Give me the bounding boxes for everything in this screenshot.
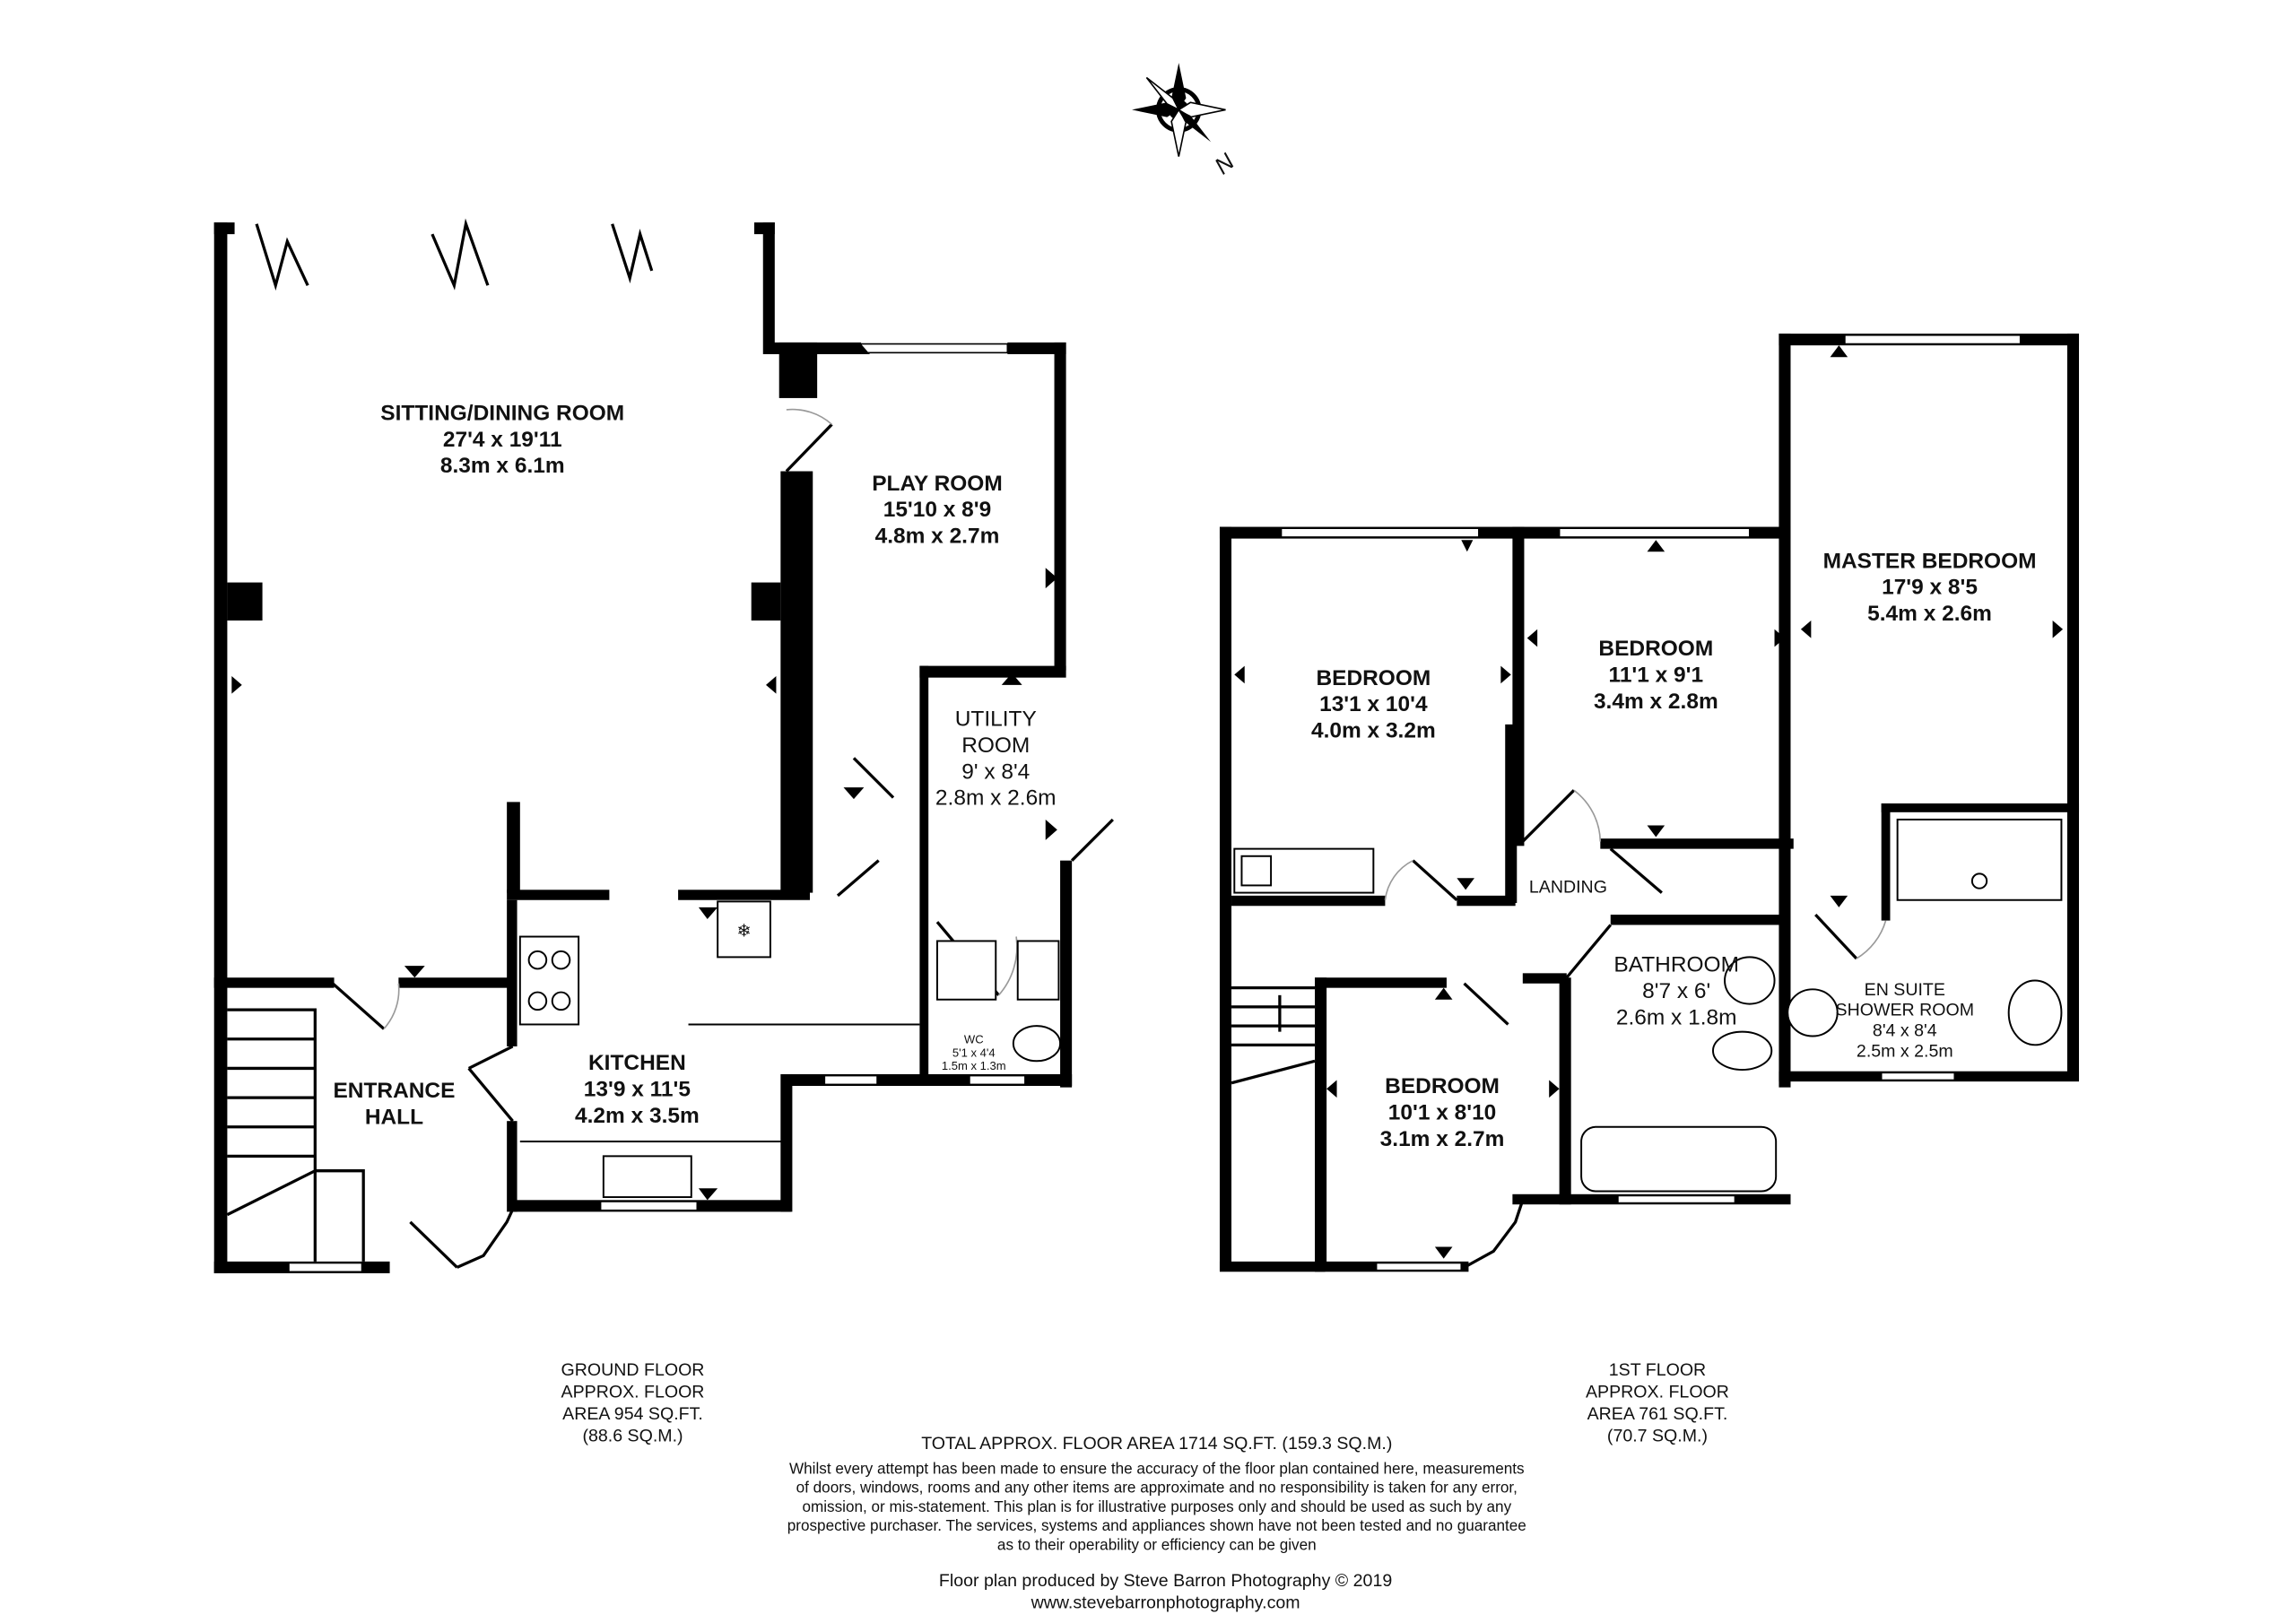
room-entrance-hall: ENTRANCE HALL — [333, 1079, 455, 1129]
room-master-bedroom: MASTER BEDROOM 17'9 x 8'5 5.4m x 2.6m — [1823, 549, 2037, 626]
summary-line: AREA 761 SQ.FT. — [1587, 1404, 1728, 1424]
room-metric: 2.6m x 1.8m — [1616, 1005, 1737, 1029]
hob-icon — [518, 935, 580, 1026]
room-name-2: ROOM — [961, 733, 1030, 758]
room-metric: 3.4m x 2.8m — [1594, 690, 1718, 714]
room-metric: 4.0m x 3.2m — [1311, 719, 1436, 743]
room-sitting-dining: SITTING/DINING ROOM 27'4 x 19'11 8.3m x … — [380, 401, 624, 478]
room-imperial: 17'9 x 8'5 — [1882, 576, 1978, 600]
room-landing: LANDING — [1529, 878, 1607, 898]
basin-icon — [1724, 956, 1776, 1005]
compass-rose-icon: N — [1132, 63, 1239, 179]
room-bathroom: BATHROOM 8'7 x 6' 2.6m x 1.8m — [1613, 953, 1739, 1030]
room-imperial: 5'1 x 4'4 — [952, 1046, 996, 1059]
disclaimer-line: Whilst every attempt has been made to en… — [789, 1460, 1525, 1478]
sink-icon — [602, 1155, 692, 1199]
disclaimer-line: omission, or mis-statement. This plan is… — [802, 1497, 1511, 1515]
first-floor-summary: 1ST FLOOR APPROX. FLOOR AREA 761 SQ.FT. … — [1586, 1360, 1729, 1445]
total-area: TOTAL APPROX. FLOOR AREA 1714 SQ.FT. (15… — [921, 1434, 1392, 1454]
room-name: UTILITY — [955, 707, 1037, 732]
fridge-icon — [717, 900, 771, 959]
room-play-room: PLAY ROOM 15'10 x 8'9 4.8m x 2.7m — [872, 472, 1003, 549]
room-imperial: 11'1 x 9'1 — [1609, 664, 1704, 688]
room-metric: 8.3m x 6.1m — [440, 454, 565, 478]
summary-line: APPROX. FLOOR — [561, 1383, 705, 1402]
room-name: LANDING — [1529, 878, 1607, 898]
credit: Floor plan produced by Steve Barron Phot… — [939, 1571, 1392, 1591]
summary-line: (70.7 SQ.M.) — [1607, 1427, 1708, 1446]
summary-line: (88.6 SQ.M.) — [582, 1427, 683, 1446]
room-metric: 2.5m x 2.5m — [1857, 1041, 1953, 1061]
room-name: BEDROOM — [1316, 666, 1431, 690]
room-name: BEDROOM — [1598, 637, 1713, 661]
summary-line: APPROX. FLOOR — [1586, 1383, 1729, 1402]
room-metric: 2.8m x 2.6m — [935, 786, 1057, 811]
disclaimer-line: prospective purchaser. The services, sys… — [787, 1516, 1526, 1534]
room-metric: 3.1m x 2.7m — [1380, 1127, 1505, 1151]
room-imperial: 13'9 x 11'5 — [584, 1077, 691, 1101]
room-wc: WC 5'1 x 4'4 1.5m x 1.3m — [942, 1033, 1006, 1072]
room-name: MASTER BEDROOM — [1823, 549, 2037, 573]
room-en-suite: EN SUITE SHOWER ROOM 8'4 x 8'4 2.5m x 2.… — [1836, 980, 1974, 1062]
room-name: KITCHEN — [588, 1051, 686, 1075]
toilet-icon — [1712, 1030, 1773, 1072]
summary-line: 1ST FLOOR — [1609, 1360, 1706, 1380]
room-name-2: HALL — [365, 1105, 423, 1129]
room-imperial: 10'1 x 8'10 — [1388, 1101, 1497, 1125]
room-imperial: 8'4 x 8'4 — [1873, 1021, 1937, 1041]
website: www.stevebarronphotography.com — [1031, 1593, 1300, 1613]
basin-icon — [1787, 988, 1839, 1037]
svg-text:❄: ❄ — [736, 922, 751, 942]
room-imperial: 15'10 x 8'9 — [883, 498, 992, 522]
room-metric: 4.2m x 3.5m — [575, 1104, 700, 1128]
room-name-2: SHOWER ROOM — [1836, 1001, 1974, 1020]
room-name: PLAY ROOM — [872, 472, 1003, 496]
first-floor-walls — [1219, 334, 2080, 1272]
footer: TOTAL APPROX. FLOOR AREA 1714 SQ.FT. (15… — [787, 1434, 1526, 1613]
disclaimer-line: of doors, windows, rooms and any other i… — [796, 1479, 1518, 1497]
ground-floor-summary: GROUND FLOOR APPROX. FLOOR AREA 954 SQ.F… — [561, 1360, 705, 1445]
toilet-icon — [2007, 979, 2063, 1046]
room-imperial: 9' x 8'4 — [961, 759, 1030, 784]
room-kitchen: KITCHEN 13'9 x 11'5 4.2m x 3.5m — [575, 1051, 700, 1128]
room-bedroom-4: BEDROOM 10'1 x 8'10 3.1m x 2.7m — [1380, 1074, 1505, 1151]
room-metric: 1.5m x 1.3m — [942, 1059, 1006, 1072]
room-name: ENTRANCE — [333, 1079, 455, 1103]
room-metric: 4.8m x 2.7m — [875, 525, 1000, 549]
summary-line: GROUND FLOOR — [561, 1360, 705, 1380]
room-name: WC — [964, 1033, 984, 1046]
room-name: BATHROOM — [1613, 953, 1739, 977]
disclaimer-line: as to their operability or efficiency ca… — [997, 1535, 1317, 1553]
room-name: EN SUITE — [1865, 980, 1945, 1000]
room-bedroom-1: BEDROOM 13'1 x 10'4 4.0m x 3.2m — [1311, 666, 1436, 743]
ground-floor-walls: ❄ — [213, 218, 1114, 1273]
room-imperial: 13'1 x 10'4 — [1319, 692, 1428, 716]
compass-north-label: N — [1209, 148, 1239, 179]
room-name: BEDROOM — [1385, 1074, 1500, 1098]
room-imperial: 8'7 x 6' — [1642, 979, 1710, 1003]
summary-line: AREA 954 SQ.FT. — [562, 1404, 703, 1424]
wc-sink-icon — [1016, 940, 1060, 1001]
toilet-icon — [1012, 1025, 1062, 1063]
room-imperial: 27'4 x 19'11 — [443, 428, 562, 452]
room-utility: UTILITY ROOM 9' x 8'4 2.8m x 2.6m — [935, 707, 1057, 811]
room-name: SITTING/DINING ROOM — [380, 401, 624, 425]
bath-icon — [1580, 1125, 1778, 1193]
room-metric: 5.4m x 2.6m — [1867, 602, 1992, 626]
room-bedroom-2: BEDROOM 11'1 x 9'1 3.4m x 2.8m — [1594, 637, 1718, 714]
